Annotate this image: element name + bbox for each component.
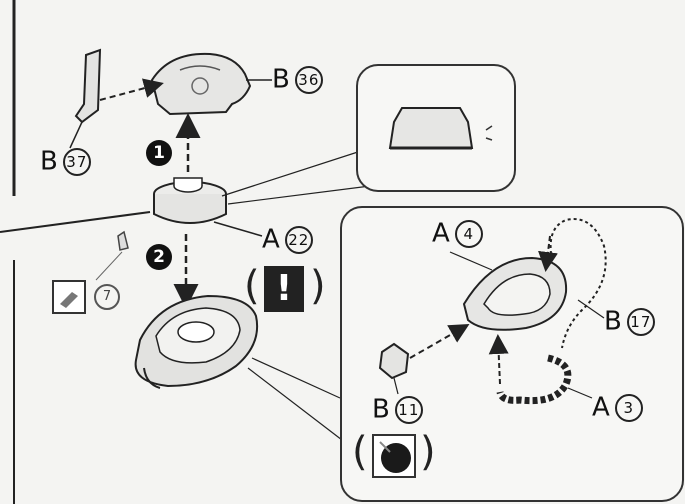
paint-marker-icon bbox=[372, 434, 416, 478]
step-1-badge: 1 bbox=[146, 140, 172, 166]
marker-close-paren: ) bbox=[420, 429, 436, 475]
part-number-7: 7 bbox=[94, 284, 120, 310]
tread-part-icon bbox=[134, 294, 258, 389]
warning-close-paren: ) bbox=[310, 263, 326, 309]
antenna-part-icon bbox=[74, 48, 102, 124]
cap-detail-icon bbox=[388, 107, 493, 150]
detail-box-top bbox=[356, 64, 516, 192]
cap-part-icon bbox=[150, 52, 252, 116]
warning-open-paren: ( bbox=[244, 263, 260, 309]
base-part-icon bbox=[153, 177, 227, 224]
warning-icon: ! bbox=[264, 266, 304, 312]
detail-drawing bbox=[378, 218, 607, 405]
tool-icon bbox=[52, 280, 86, 314]
step-2-badge: 2 bbox=[146, 244, 172, 270]
marker-open-paren: ( bbox=[352, 429, 368, 475]
